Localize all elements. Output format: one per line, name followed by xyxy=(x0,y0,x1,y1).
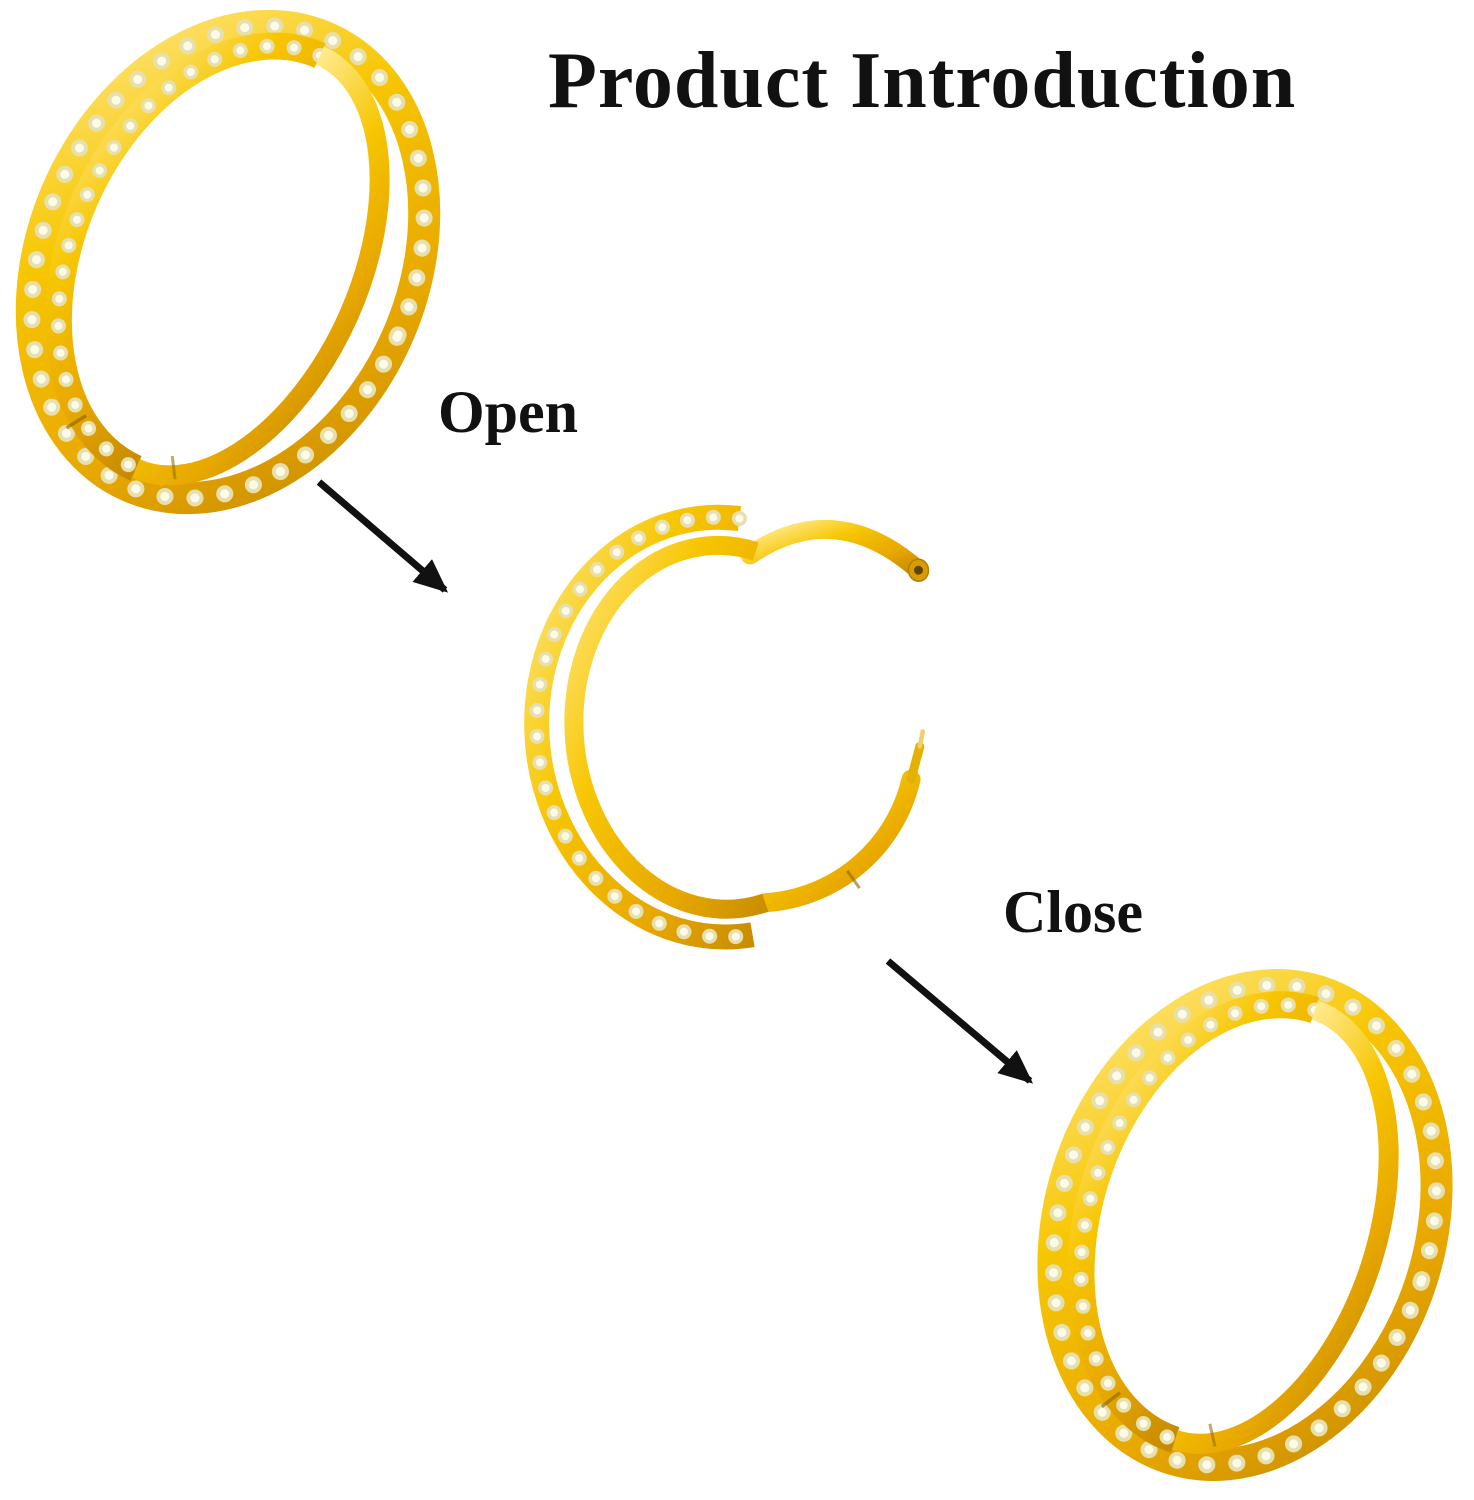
hinge-pin-tip xyxy=(917,729,925,749)
plain-band xyxy=(132,46,390,486)
clasp-seam xyxy=(170,455,177,480)
tube-hole xyxy=(913,565,923,575)
ring-body xyxy=(1037,969,1453,1481)
clasp-seam xyxy=(1208,1423,1217,1447)
hinge-pin xyxy=(906,742,925,784)
inner-gem-row-highlight xyxy=(54,42,324,473)
ring-closed-top-left xyxy=(15,9,441,515)
inner-gem-row-highlight xyxy=(1077,1000,1319,1444)
outer-gem-row-highlight xyxy=(27,21,429,503)
ring-body xyxy=(15,9,441,515)
outer-gem-row-highlight xyxy=(532,513,757,941)
ring-open-center xyxy=(524,504,930,950)
plain-band xyxy=(1172,1000,1399,1454)
open-arrow xyxy=(316,479,449,593)
open-label: Open xyxy=(438,379,579,445)
hinge-seam xyxy=(65,414,88,430)
open-arrow-line xyxy=(316,479,449,593)
close-arrow xyxy=(885,958,1034,1084)
page-title: Product Introduction xyxy=(548,37,1297,125)
opened-segment xyxy=(740,520,930,581)
lower-plain-band xyxy=(755,769,921,913)
close-label: Close xyxy=(1003,879,1143,945)
ring-body-open xyxy=(524,504,930,950)
ring-closed-bottom-right xyxy=(1037,969,1453,1481)
hinge-seam xyxy=(846,870,861,889)
outer-gem-row-highlight xyxy=(1048,980,1442,1470)
close-arrow-line xyxy=(885,958,1034,1084)
inner-plain-band xyxy=(564,535,769,919)
hinge-seam xyxy=(1100,1391,1122,1409)
